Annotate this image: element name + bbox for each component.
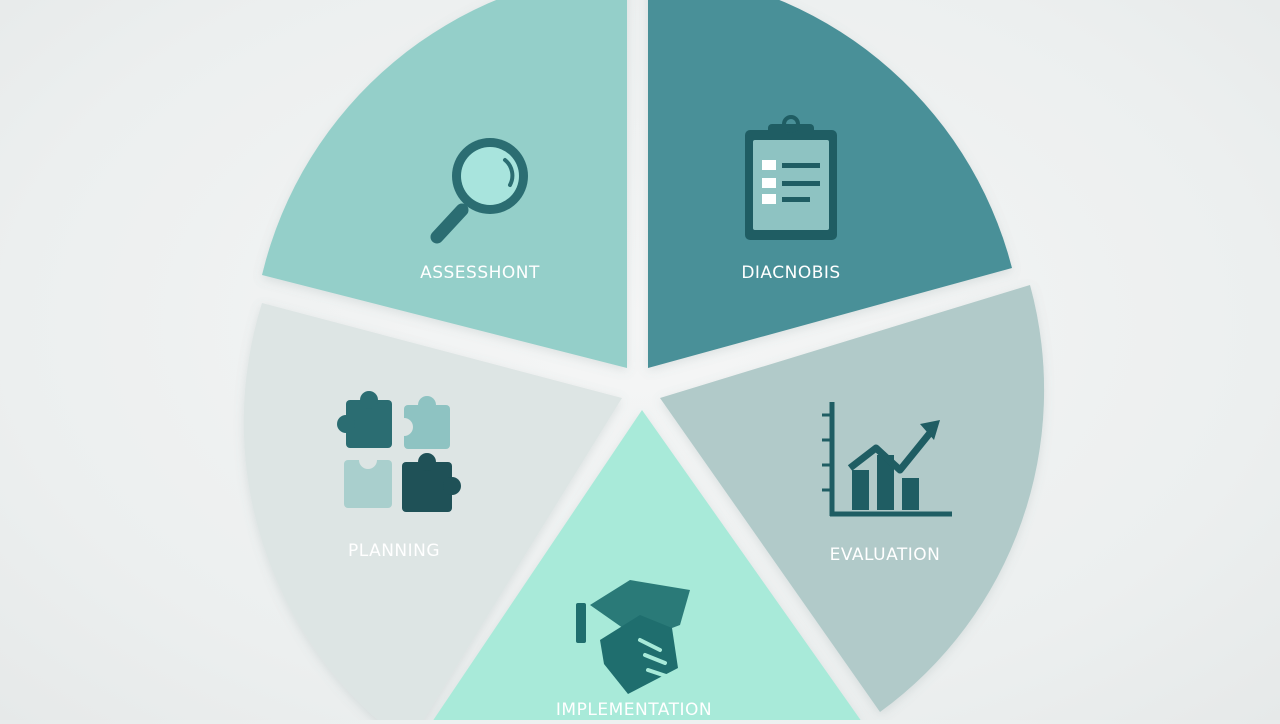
bar-chart-icon [822, 402, 952, 517]
clipboard-icon [745, 115, 837, 240]
segment-label-evaluation: EVALUATION [830, 545, 941, 565]
segment-assessment[interactable] [262, 0, 627, 368]
segment-label-diagnosis: DIACNOBIS [741, 263, 840, 283]
segment-implementation[interactable] [432, 410, 862, 722]
handshake-icon [576, 580, 690, 694]
segment-planning[interactable] [243, 303, 622, 722]
segment-label-implementation: IMPLEMENTATION [556, 700, 712, 720]
puzzle-icon [337, 391, 461, 512]
magnifier-icon [430, 138, 528, 244]
segment-label-assessment: ASSESSHONT [420, 263, 540, 283]
segment-label-planning: PLANNING [348, 541, 440, 561]
